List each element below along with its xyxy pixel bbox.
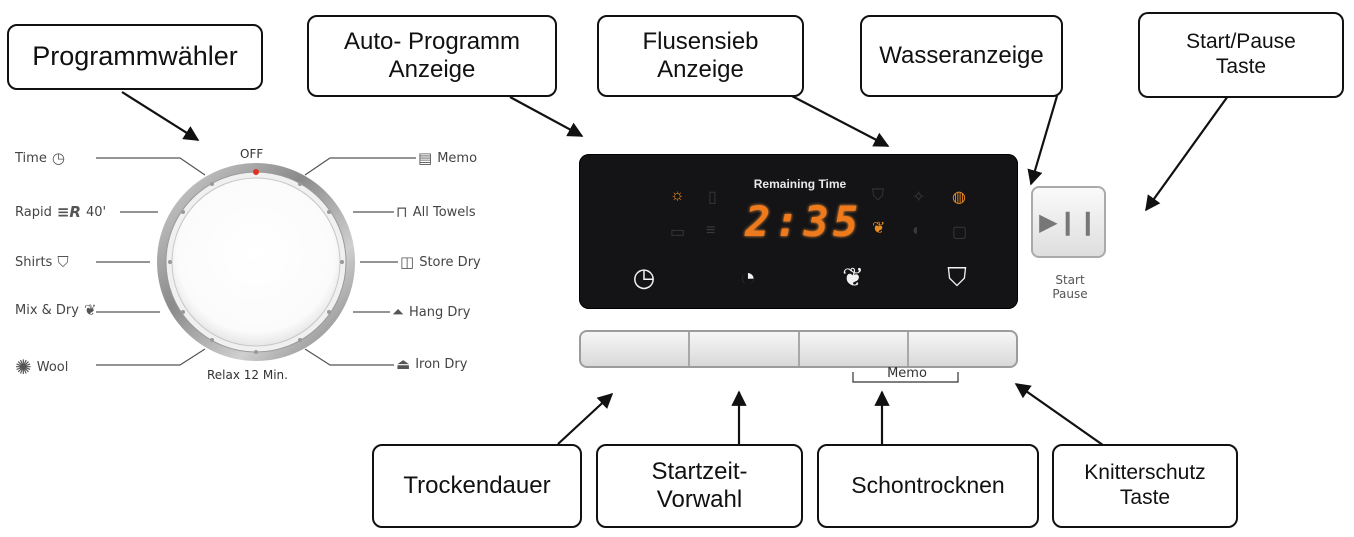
gentle-dry-icon: ❦ (842, 262, 864, 292)
mix-dry-icon: ❦ (83, 301, 97, 319)
program-time: Time◷ (15, 149, 65, 167)
program-shirts: Shirts⛉ (15, 253, 69, 271)
callout-schontrocknen: Schontrocknen (817, 444, 1039, 528)
memo-combo-label: Memo (887, 366, 927, 381)
sun-indicator-icon: ☼ (670, 187, 685, 204)
water-tank-indicator-icon: ◍ (952, 189, 966, 206)
clock-icon: ◷ (51, 149, 65, 167)
remaining-time-label: Remaining Time (753, 177, 847, 191)
arrow-wasseranzeige (1027, 95, 1059, 186)
lint-indicator-icon: ▭ (670, 224, 686, 241)
anti-crease-icon: ⛉ (947, 262, 967, 292)
arrow-programmwaehler (121, 91, 200, 141)
trockendauer-button[interactable] (581, 332, 691, 366)
hanger-indicator-icon: ✧ (912, 189, 926, 206)
program-wool: ✺Wool (15, 355, 69, 379)
program-all-towels: ⊓All Towels (396, 203, 476, 221)
wool-ball-icon: ✺ (15, 355, 32, 379)
callout-startzeit-vorwahl: Startzeit-Vorwahl (596, 444, 803, 528)
sensor-indicator-icon: ▯ (708, 189, 717, 206)
program-hang-dry: ⏶Hang Dry (392, 303, 471, 321)
arrow-flusensieb (789, 94, 890, 147)
callout-programmwaehler: Programmwähler (7, 24, 263, 90)
start-pause-label: Start Pause (1052, 273, 1088, 301)
program-memo: ▤Memo (418, 149, 478, 167)
dial-leaders (96, 157, 416, 366)
callout-wasseranzeige: Wasseranzeige (860, 15, 1063, 97)
hanger-icon: ⏶ (392, 303, 405, 321)
program-store-dry: ◫Store Dry (400, 253, 481, 271)
timer-clock-icon: ◷ (632, 262, 656, 292)
program-iron-dry: ⏏Iron Dry (396, 355, 468, 373)
memo-bracket (852, 372, 959, 383)
memo-icon: ▤ (418, 149, 433, 167)
rapid-r-icon: ≡R (56, 203, 81, 221)
arrow-knitterschutz (1014, 383, 1111, 451)
programmwaehler-dial (157, 163, 355, 361)
function-button-bar (579, 330, 1018, 368)
child-lock-indicator-icon: ◐ (912, 222, 922, 239)
startzeit-vorwahl-button[interactable] (690, 332, 800, 366)
callout-trockendauer: Trockendauer (372, 444, 582, 528)
knitterschutz-button[interactable] (909, 332, 1016, 366)
towel-icon: ⊓ (396, 203, 408, 221)
dial-off-label: OFF (240, 147, 264, 161)
iron-icon: ⏏ (396, 355, 411, 373)
remaining-time-display: 2:35 (745, 197, 863, 246)
filter-indicator-icon: ≡ (706, 222, 716, 239)
dial-marker (253, 169, 259, 175)
memo-indicator-icon: ▢ (952, 224, 968, 241)
display-panel (579, 154, 1018, 309)
arrow-trockendauer (557, 392, 614, 445)
arrow-auto-programm (509, 96, 584, 137)
program-mix-dry: Mix & Dry❦ (15, 301, 97, 319)
arrow-start-pause (1145, 95, 1229, 212)
play-pause-icon: ▶❙❙ (1039, 208, 1098, 236)
delay-start-icon: ◔ (740, 262, 756, 292)
gentle-indicator-icon: ❦ (872, 220, 886, 237)
schontrocknen-button[interactable] (800, 332, 909, 366)
dial-relax-label: Relax 12 Min. (207, 368, 288, 382)
start-pause-button[interactable]: ▶❙❙ (1031, 186, 1106, 258)
shirt-indicator-icon: ⛉ (872, 187, 885, 204)
cupboard-icon: ◫ (400, 253, 415, 271)
shirt-icon: ⛉ (57, 253, 69, 271)
